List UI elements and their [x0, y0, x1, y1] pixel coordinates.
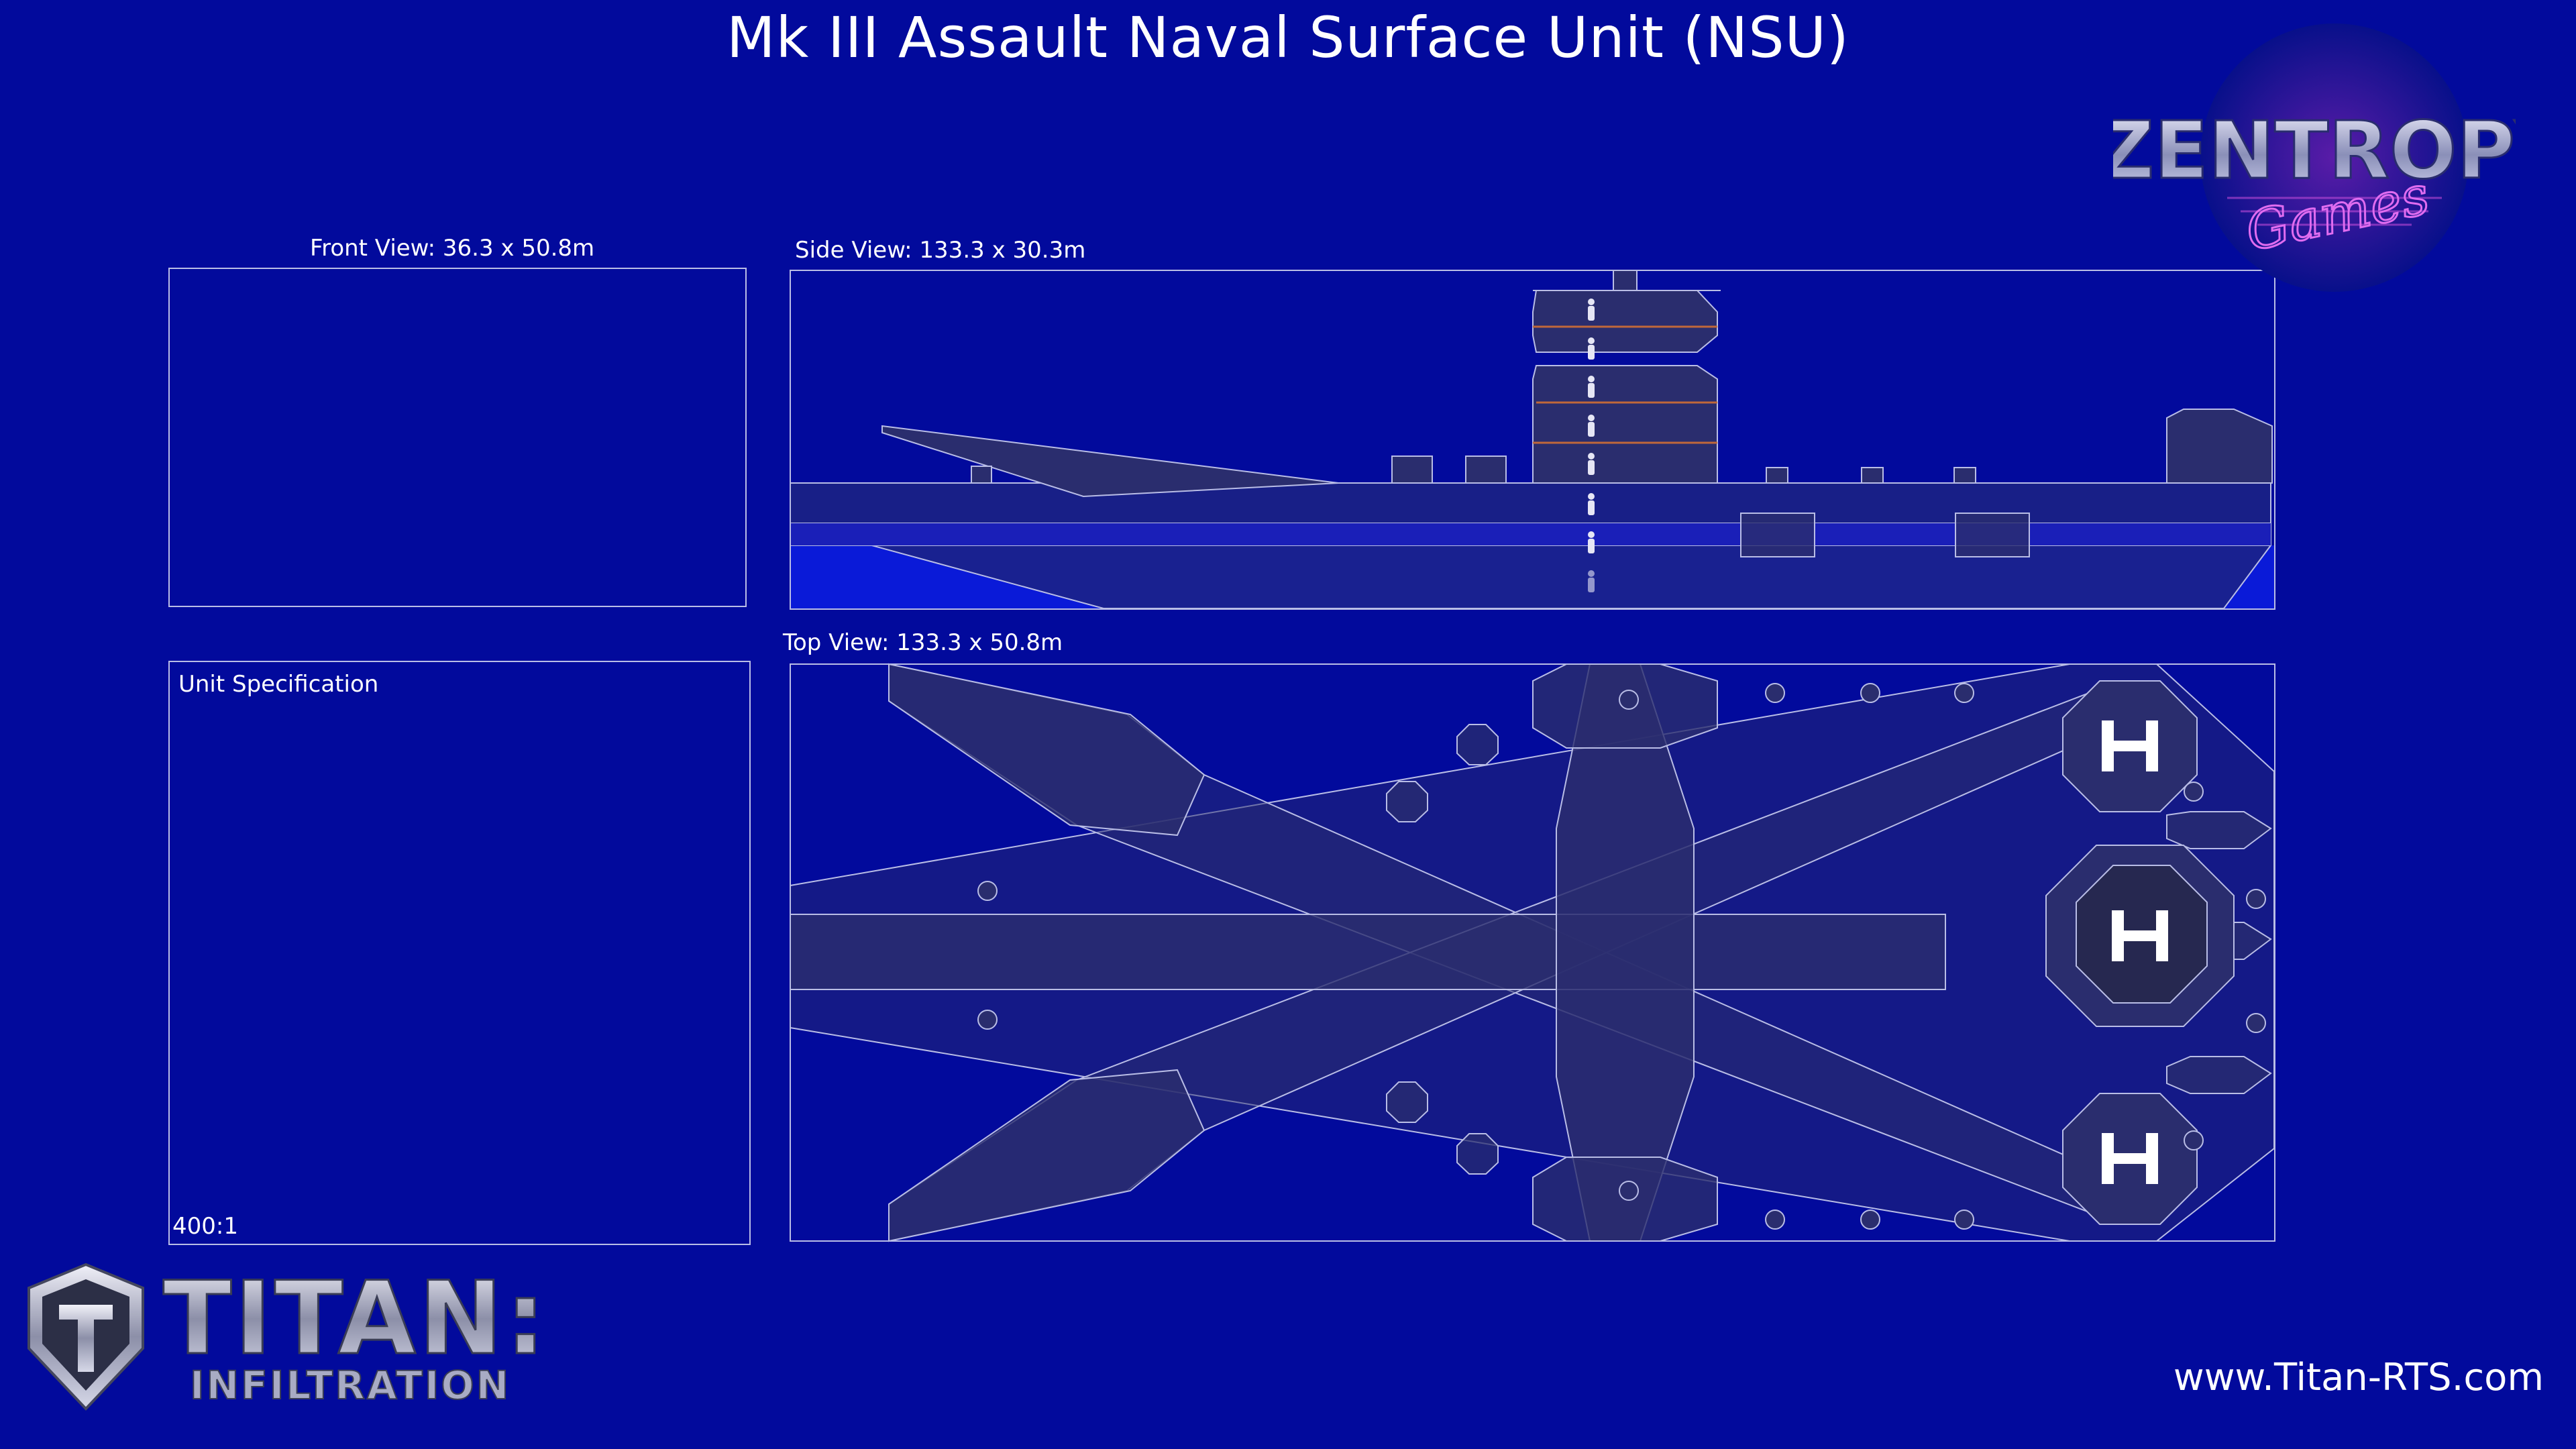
helipad-h-icon	[2102, 720, 2168, 1184]
central-spine	[790, 914, 1946, 990]
front-view-label: Front View: 36.3 x 50.8m	[310, 235, 595, 262]
zentropy-logo: ZENTROPY Games	[2113, 23, 2516, 292]
launch-ramp	[881, 425, 1339, 498]
titan-shield-logo	[28, 1263, 144, 1411]
bridge-lower	[1532, 365, 1718, 484]
top-view-frame	[790, 663, 2275, 1242]
fore-arm-upper	[888, 663, 1205, 837]
aft-structure	[2166, 409, 2273, 484]
crew-figure-icon	[1588, 299, 1595, 592]
top-view-drawing	[790, 663, 2275, 1242]
scale-ratio: 400:1	[172, 1213, 238, 1240]
top-view-label: Top View: 133.3 x 50.8m	[783, 629, 1063, 656]
bridge-upper	[1532, 290, 1718, 353]
side-view-frame	[790, 270, 2275, 610]
unit-specification-panel	[168, 661, 751, 1245]
side-view-drawing	[790, 270, 2275, 610]
titan-subtitle: INFILTRATION	[190, 1362, 511, 1408]
page-title: Mk III Assault Naval Surface Unit (NSU)	[727, 5, 1849, 70]
fore-arm-lower	[888, 1069, 1205, 1242]
titan-wordmark: TITAN:	[163, 1260, 542, 1377]
side-view-label: Side View: 133.3 x 30.3m	[795, 237, 1086, 264]
unit-specification-title: Unit Specification	[178, 671, 379, 698]
mast	[1613, 270, 1638, 291]
titan-logo: TITAN: INFILTRATION	[28, 1260, 542, 1411]
website-link[interactable]: www.Titan-RTS.com	[2173, 1356, 2544, 1399]
front-view-panel	[168, 268, 747, 607]
zentropy-wordmark: ZENTROPY	[2113, 104, 2516, 197]
